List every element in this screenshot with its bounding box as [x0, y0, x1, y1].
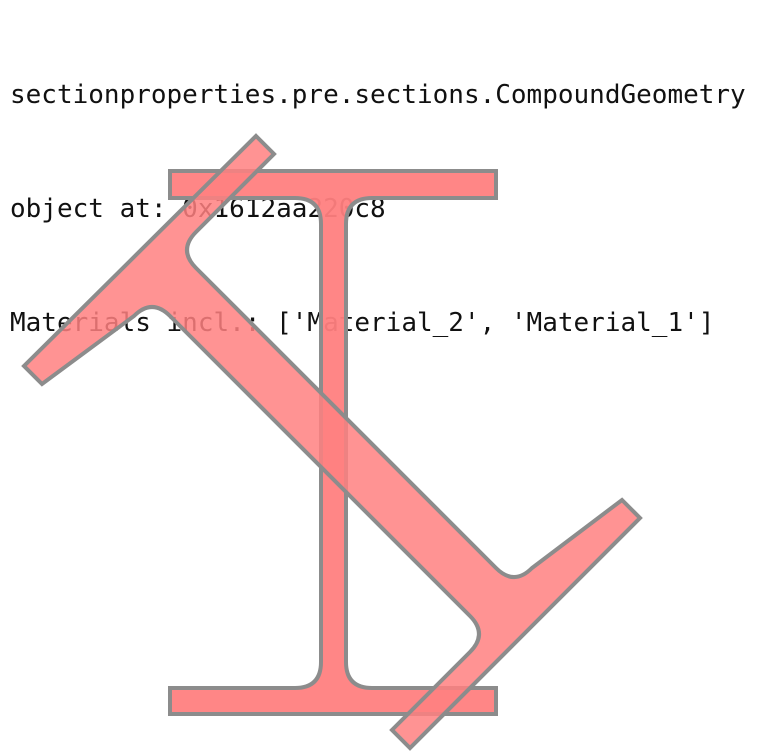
- repr-class-line: sectionproperties.pre.sections.CompoundG…: [10, 80, 746, 110]
- i-section-rotated: [21, 133, 643, 751]
